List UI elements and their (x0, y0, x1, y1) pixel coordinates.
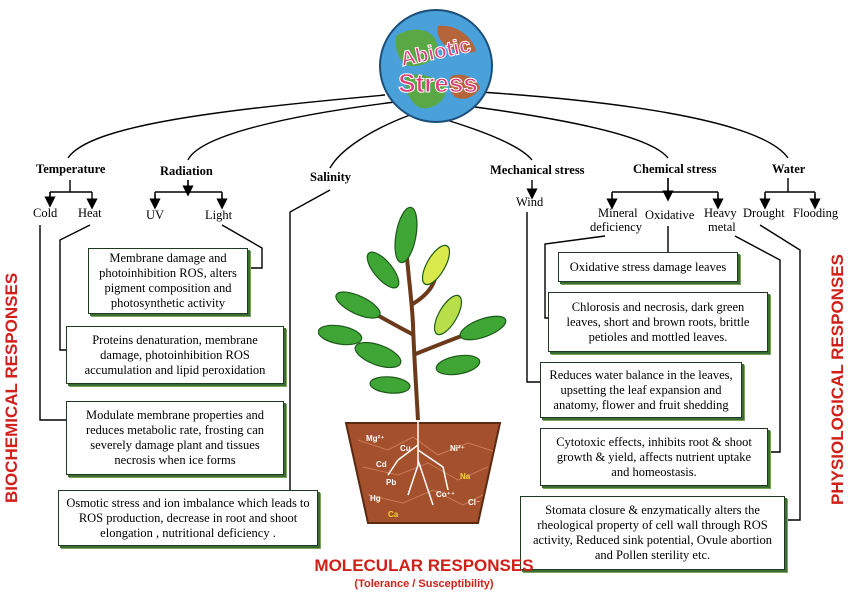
globe-icon: Abiotic Stress (379, 9, 493, 123)
ion-ca: Ca (388, 510, 399, 519)
subcategory-mineral-line2: deficiency (590, 220, 643, 234)
category-water: Water (772, 162, 806, 176)
curve-temperature (67, 94, 386, 159)
category-salinity: Salinity (310, 170, 351, 184)
category-radiation: Radiation (160, 164, 213, 178)
subcategory-light: Light (205, 208, 233, 222)
ion-cd: Cd (376, 460, 387, 469)
subcategory-cold: Cold (33, 206, 58, 220)
label-physiological-responses: PHYSIOLOGICAL RESPONSES (828, 254, 847, 505)
ion-na: Na (460, 472, 471, 481)
label-molecular-responses: MOLECULAR RESPONSES (314, 556, 534, 575)
ion-cl: Cl⁻ (468, 498, 480, 507)
ion-labels: Mg²⁺ Cd Cu Pb Hg Ca Ni²⁺ Na Co⁺⁺ Cl⁻ (366, 434, 480, 519)
label-tolerance-susceptibility: (Tolerance / Susceptibility) (354, 578, 494, 590)
ion-co: Co⁺⁺ (436, 490, 455, 499)
curve-water (479, 91, 789, 159)
subcategory-drought: Drought (743, 206, 785, 220)
box-oxidative-effects: Oxidative stress damage leaves (558, 252, 738, 282)
subcategory-oxidative: Oxidative (645, 208, 695, 222)
ion-mg: Mg²⁺ (366, 434, 384, 443)
box-heat-effects: Proteins denaturation, membrane damage, … (66, 326, 284, 384)
subcategory-flooding: Flooding (793, 206, 839, 220)
category-temperature: Temperature (36, 162, 106, 176)
roots-icon (387, 420, 449, 506)
box-heavy-metal-effects: Cytotoxic effects, inhibits root & shoot… (540, 428, 768, 486)
category-mechanical-stress: Mechanical stress (490, 163, 585, 177)
curve-mechanical (439, 117, 533, 161)
category-chemical-stress: Chemical stress (633, 162, 717, 176)
label-biochemical-responses: BIOCHEMICAL RESPONSES (2, 272, 21, 503)
box-salinity-effects: Osmotic stress and ion imbalance which l… (58, 490, 318, 546)
ion-hg: Hg (370, 494, 381, 503)
subcategory-wind: Wind (516, 195, 544, 209)
subcategory-heat: Heat (78, 206, 102, 220)
ion-ni: Ni²⁺ (450, 444, 465, 453)
ion-cu: Cu (400, 444, 411, 453)
curve-radiation (187, 101, 396, 161)
box-radiation-effects: Membrane damage and photoinhibition ROS,… (88, 248, 248, 314)
box-wind-effects: Reduces water balance in the leaves, ups… (540, 362, 742, 418)
curve-chemical (459, 104, 669, 159)
box-mineral-deficiency-effects: Chlorosis and necrosis, dark green leave… (548, 292, 768, 352)
ion-pb: Pb (386, 478, 396, 487)
plant-illustration: Mg²⁺ Cd Cu Pb Hg Ca Ni²⁺ Na Co⁺⁺ Cl⁻ (318, 206, 507, 524)
globe-title-line2: Stress (398, 68, 478, 98)
subcategory-heavy-line2: metal (708, 220, 736, 234)
subcategory-heavy-line1: Heavy (704, 206, 737, 220)
box-water-effects: Stomata closure & enzymatically alters t… (520, 496, 785, 570)
curve-salinity (329, 114, 411, 169)
subcategory-mineral-line1: Mineral (598, 206, 638, 220)
box-cold-effects: Modulate membrane properties and reduces… (66, 401, 284, 475)
leaves-icon (318, 206, 507, 394)
subcategory-uv: UV (146, 208, 165, 222)
